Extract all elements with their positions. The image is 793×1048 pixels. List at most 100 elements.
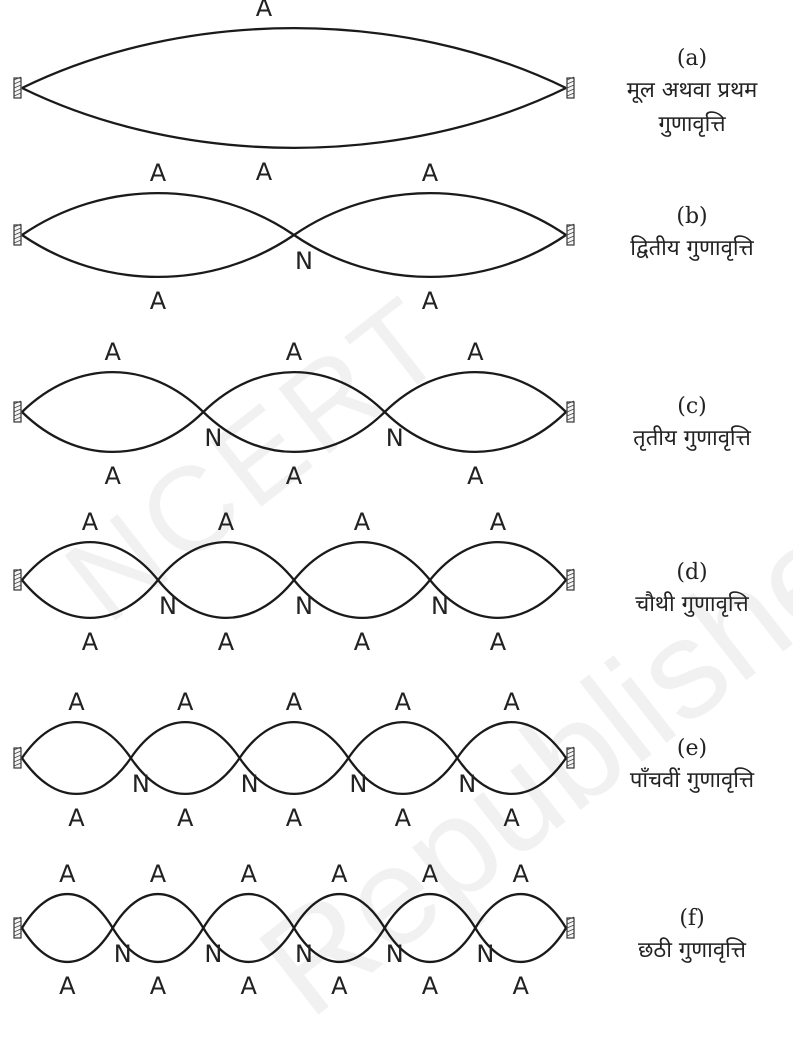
antinode-label: A [240, 860, 257, 888]
lower-envelope-curve [21, 86, 567, 149]
antinode-label: A [490, 508, 507, 536]
caption-c: (c) तृतीय गुणावृत्ति [592, 392, 792, 456]
antinode-label: A [422, 972, 439, 997]
left-wall-clamp [13, 76, 22, 99]
lower-envelope-curve [21, 233, 567, 279]
caption-letter: (b) [676, 204, 708, 229]
antinode-label: A [395, 688, 412, 716]
antinode-label: A [177, 804, 194, 832]
antinode-label: A [150, 287, 167, 315]
node-label: N [204, 424, 222, 452]
antinode-label: A [286, 688, 303, 716]
antinode-label: A [256, 158, 273, 186]
upper-envelope-curve [21, 27, 567, 90]
caption-name: चौथी गुणावृत्ति [635, 592, 749, 617]
antinode-label: A [150, 860, 167, 888]
right-wall-clamp [566, 916, 575, 939]
right-wall-clamp [566, 76, 575, 99]
antinode-label: A [68, 804, 85, 832]
caption-letter: (c) [677, 394, 707, 419]
node-label: N [431, 592, 449, 620]
caption-letter: (e) [676, 736, 708, 761]
antinode-label: A [240, 972, 257, 997]
left-wall-clamp [13, 568, 22, 591]
caption-letter: (f) [679, 906, 705, 931]
antinode-label: A [503, 688, 520, 716]
antinode-label: A [286, 338, 303, 366]
antinode-label: A [218, 628, 235, 656]
antinode-label: A [104, 338, 121, 366]
antinode-label: A [354, 628, 371, 656]
upper-envelope-curve [21, 371, 567, 414]
caption-letter: (d) [676, 560, 708, 585]
antinode-label: A [354, 508, 371, 536]
caption-letter: (a) [676, 46, 708, 71]
caption-a: (a) मूल अथवा प्रथम गुणावृत्ति [592, 44, 792, 142]
antinode-label: A [68, 688, 85, 716]
antinode-label: A [104, 462, 121, 490]
caption-name: तृतीय गुणावृत्ति [633, 426, 751, 451]
antinode-label: A [256, 0, 273, 22]
antinode-label: A [150, 159, 167, 187]
node-label: N [349, 770, 367, 798]
node-label: N [295, 592, 313, 620]
antinode-label: A [82, 628, 99, 656]
caption-f: (f) छठी गुणावृत्ति [592, 904, 792, 968]
antinode-label: A [331, 860, 348, 888]
antinode-label: A [82, 508, 99, 536]
node-label: N [159, 592, 177, 620]
node-label: N [295, 940, 313, 968]
antinode-label: A [512, 860, 529, 888]
antinode-label: A [395, 804, 412, 832]
right-wall-clamp [566, 746, 575, 769]
node-label: N [295, 247, 313, 275]
antinode-label: A [422, 860, 439, 888]
upper-envelope-curve [21, 540, 567, 582]
caption-name: पाँचवीं गुणावृत्ति [629, 768, 755, 793]
antinode-label: A [218, 508, 235, 536]
antinode-label: A [467, 462, 484, 490]
lower-envelope-curve [21, 925, 567, 964]
right-wall-clamp [566, 400, 575, 423]
lower-envelope-curve [21, 410, 567, 453]
caption-name: द्वितीय गुणावृत्ति [630, 236, 754, 261]
node-label: N [386, 940, 404, 968]
upper-envelope-curve [21, 191, 567, 237]
node-label: N [386, 424, 404, 452]
antinode-label: A [490, 628, 507, 656]
lower-envelope-curve [21, 578, 567, 620]
caption-b: (b) द्वितीय गुणावृत्ति [592, 202, 792, 266]
antinode-label: A [286, 804, 303, 832]
antinode-label: A [59, 860, 76, 888]
left-wall-clamp [13, 223, 22, 246]
antinode-label: A [331, 972, 348, 997]
left-wall-clamp [13, 746, 22, 769]
antinode-label: A [286, 462, 303, 490]
antinode-label: A [177, 688, 194, 716]
antinode-label: A [150, 972, 167, 997]
caption-name: मूल अथवा प्रथम गुणावृत्ति [626, 78, 758, 137]
upper-envelope-curve [21, 892, 567, 931]
upper-envelope-curve [21, 721, 567, 761]
node-label: N [458, 770, 476, 798]
antinode-label: A [422, 159, 439, 187]
antinode-label: A [512, 972, 529, 997]
caption-d: (d) चौथी गुणावृत्ति [592, 558, 792, 622]
antinode-label: A [467, 338, 484, 366]
node-label: N [241, 770, 259, 798]
caption-name: छठी गुणावृत्ति [637, 938, 747, 963]
antinode-label: A [422, 287, 439, 315]
node-label: N [132, 770, 150, 798]
antinode-label: A [59, 972, 76, 997]
left-wall-clamp [13, 400, 22, 423]
left-wall-clamp [13, 916, 22, 939]
right-wall-clamp [566, 223, 575, 246]
node-label: N [114, 940, 132, 968]
antinode-label: A [503, 804, 520, 832]
lower-envelope-curve [21, 755, 567, 795]
caption-e: (e) पाँचवीं गुणावृत्ति [592, 734, 792, 798]
node-label: N [476, 940, 494, 968]
node-label: N [204, 940, 222, 968]
